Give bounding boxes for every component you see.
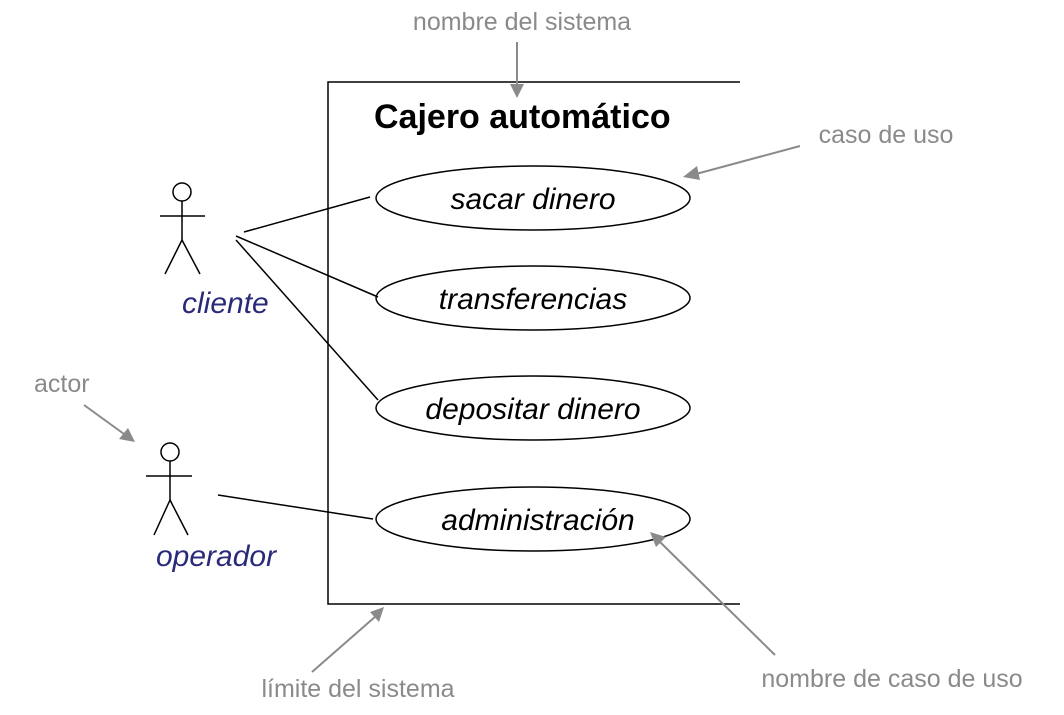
- use-case-ellipse-sacar-dinero: [375, 165, 691, 231]
- actor-label-operador: operador: [156, 540, 277, 573]
- annotation-use-case: caso de uso: [819, 121, 954, 149]
- actor-figure-operador: [146, 442, 192, 536]
- use-case-ellipse-administracion: [375, 486, 691, 552]
- annotation-arrow-use-case-name: [659, 541, 776, 656]
- association-cliente-transferencias: [235, 235, 379, 298]
- use-case-ellipse-transferencias: [375, 265, 691, 331]
- annotation-actor: actor: [34, 370, 90, 398]
- annotation-arrow-system-boundary: [311, 615, 377, 673]
- annotation-system-boundary: límite del sistema: [261, 675, 454, 703]
- use-case-label-sacar-dinero: sacar dinero: [450, 183, 615, 216]
- annotation-arrowhead-use-case-name: [650, 532, 666, 547]
- use-case-ellipse-depositar-dinero: [375, 375, 691, 441]
- annotation-use-case-name: nombre de caso de uso: [761, 665, 1022, 693]
- system-title: Cajero automático: [374, 98, 671, 136]
- annotation-arrowhead-system-name: [510, 84, 524, 98]
- annotation-system-name: nombre del sistema: [413, 8, 631, 36]
- actor-label-cliente: cliente: [182, 287, 269, 320]
- annotation-arrow-actor: [83, 404, 125, 435]
- annotation-arrowhead-system-boundary: [370, 607, 384, 622]
- annotation-arrowhead-actor: [119, 428, 135, 442]
- actor-figure-cliente: [160, 182, 205, 275]
- use-case-label-administracion: administración: [441, 504, 634, 537]
- use-case-label-transferencias: transferencias: [439, 283, 627, 316]
- annotation-arrow-use-case: [695, 145, 801, 175]
- association-operador-administracion: [217, 494, 374, 520]
- association-cliente-sacar-dinero: [243, 196, 371, 233]
- use-case-label-depositar-dinero: depositar dinero: [425, 393, 640, 426]
- association-cliente-depositar-dinero: [235, 239, 379, 401]
- annotation-arrowhead-use-case: [683, 166, 700, 180]
